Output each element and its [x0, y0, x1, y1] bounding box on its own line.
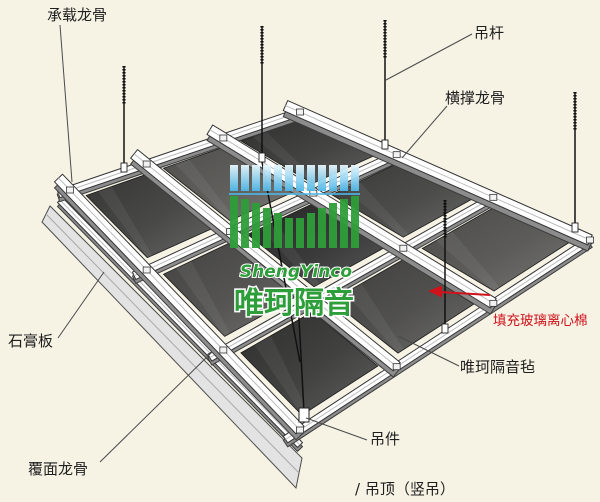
logo-stripe-green — [252, 203, 260, 248]
logo-stripe-green — [296, 218, 304, 248]
hanging-rod — [297, 299, 305, 413]
leader-line-cross-brace-keel — [401, 105, 448, 159]
keel-connector — [489, 299, 498, 307]
keel-connector — [586, 236, 594, 244]
panel-sheen — [254, 335, 308, 416]
label-cover-keel: 覆面龙骨 — [28, 460, 88, 478]
logo-divider — [229, 193, 360, 195]
left-arrow-icon — [439, 291, 491, 296]
logo-stripe-blue — [307, 165, 315, 191]
logo-stripe-green — [351, 196, 359, 248]
carrying-keel-groove — [133, 153, 397, 368]
logo-stripe-green — [340, 199, 348, 248]
panel-sheen — [345, 283, 404, 354]
hanging-rod — [261, 161, 301, 363]
brand-logo: ShengYinco 唯珂隔音 — [229, 165, 360, 323]
cross-brace-keel-groove — [285, 239, 591, 440]
label-gypsum-board: 石膏板 — [8, 332, 53, 350]
leader-line-cover-keel — [99, 351, 213, 463]
cover-keel — [57, 197, 303, 452]
carrying-keel-groove — [58, 177, 301, 431]
label-hanging-rod: 吊杆 — [474, 24, 504, 42]
logo-stripe-green — [329, 203, 337, 248]
logo-stripe-blue — [329, 165, 337, 191]
leader-line-felt — [397, 335, 460, 367]
keel-connector — [399, 244, 408, 252]
logo-stripe-blue — [263, 165, 271, 191]
logo-stripe-blue — [296, 165, 304, 191]
sound-wave-logo-icon — [229, 165, 360, 248]
leader-line-carrying-keel — [59, 24, 73, 183]
logo-stripe-green — [263, 208, 271, 248]
leader-line-hanging-rod — [385, 33, 473, 81]
panel-sheen — [175, 159, 235, 221]
keel-connector — [392, 363, 401, 371]
panel-sheen — [176, 261, 230, 337]
leader-line-gypsum-board — [57, 271, 105, 339]
hanger-clip — [298, 407, 310, 423]
figure-caption: / 吊顶（竖吊） — [355, 480, 455, 498]
logo-name-en: ShengYinco — [240, 262, 352, 282]
keel-connector — [296, 426, 304, 434]
keel-connector — [489, 193, 498, 201]
logo-stripe-green — [274, 213, 282, 248]
label-carrying-keel: 承载龙骨 — [47, 6, 107, 24]
logo-name-cn: 唯珂隔音 — [234, 286, 354, 321]
leader-line-hanger — [305, 417, 368, 441]
keel-connector — [309, 295, 318, 303]
logo-stripe-blue — [274, 165, 282, 191]
rod-clip — [381, 139, 389, 150]
keel-connector — [296, 108, 304, 116]
rod-clip — [441, 323, 449, 334]
rod-clip — [571, 222, 579, 233]
logo-stripe-blue — [252, 165, 260, 191]
keel-connector — [142, 266, 151, 274]
carrying-keel — [130, 149, 401, 378]
panel-sheen — [97, 186, 153, 258]
logo-stripe-blue — [241, 165, 249, 191]
keel-connector — [219, 346, 228, 354]
label-felt: 唯珂隔音毡 — [460, 358, 535, 376]
carrying-keel — [54, 173, 305, 441]
label-hanger: 吊件 — [370, 430, 400, 448]
label-cross-brace-keel: 横撑龙骨 — [445, 89, 505, 107]
keel-connector — [219, 134, 228, 142]
panel-sheen — [435, 231, 500, 291]
gypsum-board-layer — [41, 205, 303, 490]
annotations: 承载龙骨 吊杆 横撑龙骨 填充玻璃离心棉 石膏板 唯珂隔音毡 吊件 覆面龙骨 /… — [8, 6, 588, 498]
cover-keel-groove — [59, 199, 301, 446]
keel-connector — [66, 186, 74, 194]
logo-stripe-green — [307, 213, 315, 248]
hanging-rods — [120, 20, 579, 423]
label-fill-insulation: 填充玻璃离心棉 — [493, 312, 588, 329]
gypsum-board-edge-line — [45, 213, 300, 474]
rod-clip — [120, 162, 128, 173]
insulation-felt-panel — [240, 311, 379, 416]
logo-stripe-blue — [340, 165, 348, 191]
keel-connector — [392, 151, 401, 159]
logo-stripe-blue — [351, 165, 359, 191]
logo-stripe-blue — [318, 165, 326, 191]
logo-stripe-blue — [230, 165, 238, 191]
logo-stripe-green — [318, 208, 326, 248]
left-arrow-head — [428, 285, 442, 298]
cross-brace-keel-groove — [58, 111, 301, 195]
panel-sheen — [344, 181, 409, 238]
logo-stripe-green — [241, 199, 249, 248]
keel-connector — [142, 160, 151, 168]
logo-stripe-green — [285, 218, 293, 248]
logo-stripe-green — [230, 196, 238, 248]
logo-stripe-blue — [285, 165, 293, 191]
carrying-keel-groove — [285, 105, 591, 241]
rod-clip — [258, 152, 266, 163]
